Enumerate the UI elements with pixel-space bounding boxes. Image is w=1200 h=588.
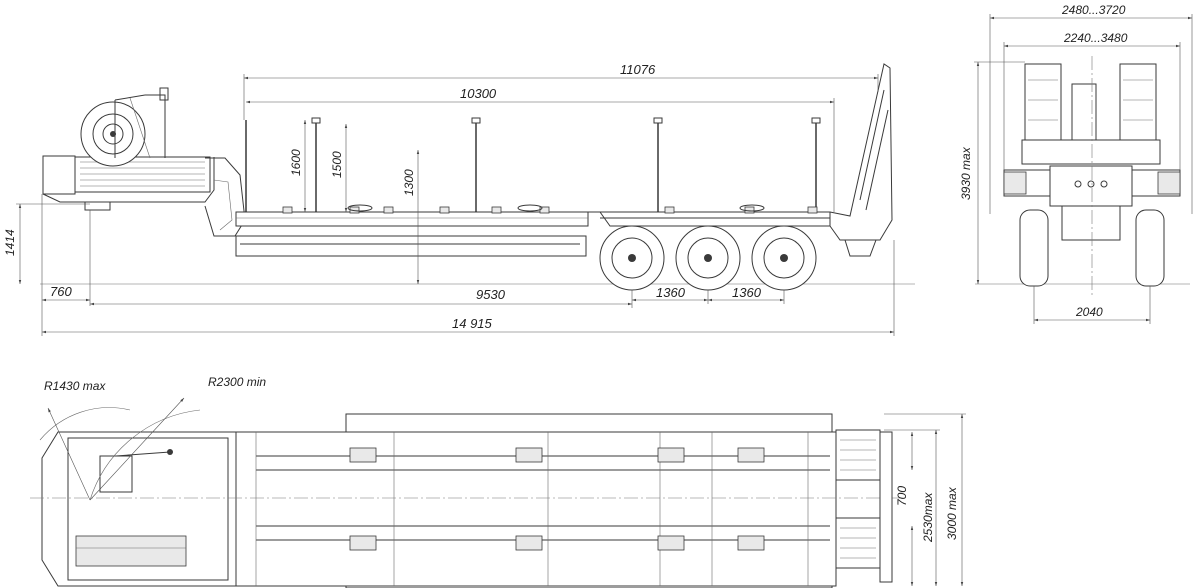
dim-axle-spacing-2: 1360 [732, 285, 762, 300]
dim-front-overhang: 760 [50, 284, 72, 299]
dim-stake-h1: 1600 [289, 149, 303, 176]
top-view: R1430 max R2300 min 700 2530max 3000 max [30, 375, 966, 588]
deck [235, 63, 893, 257]
dim-stake-h2: 1500 [330, 151, 344, 178]
dim-turn-radius-2: R2300 min [208, 375, 266, 389]
dim-track-width: 2040 [1075, 305, 1103, 319]
side-view: 11076 10300 1600 1500 1300 1414 760 9530… [3, 62, 915, 336]
dim-rear-height: 3930 max [959, 146, 973, 200]
dim-rear-width-outer: 2480...3720 [1061, 3, 1126, 17]
rear-view: 2480...3720 2240...3480 3930 max 2040 [959, 3, 1193, 324]
dim-turn-radius-1: R1430 max [44, 379, 106, 393]
dim-deck-h: 1300 [402, 169, 416, 196]
dim-hitch-h: 1414 [3, 229, 17, 256]
gooseneck [42, 87, 246, 237]
dim-width-1: 2530max [921, 492, 935, 543]
dim-rear-width-inner: 2240...3480 [1063, 31, 1128, 45]
dim-axle-spacing-1: 1360 [656, 285, 686, 300]
dim-platform-length: 11076 [620, 62, 656, 77]
dim-width-2: 3000 max [945, 486, 959, 540]
dim-deck-length: 10300 [460, 86, 497, 101]
dim-wheelbase: 9530 [476, 287, 506, 302]
side-dimensions [16, 74, 895, 336]
axle-group [599, 225, 817, 291]
dim-overall-length: 14 915 [452, 316, 493, 331]
dim-ramp-gap: 700 [895, 486, 909, 506]
